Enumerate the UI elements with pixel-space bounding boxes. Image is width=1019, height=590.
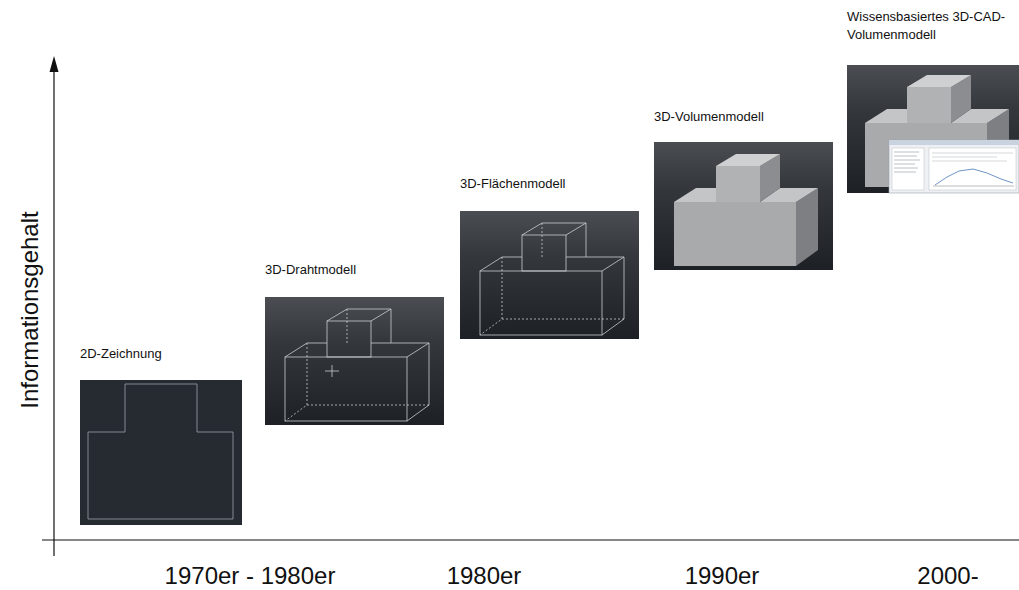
period-label: 1980er (447, 562, 522, 590)
period-label: 2000- (917, 562, 978, 590)
model-panel: 3D-Volumenmodell (654, 108, 833, 270)
model-panel: 2D-Zeichnung (80, 345, 242, 525)
period-label: 1970er - 1980er (165, 562, 336, 590)
model-caption: Wissensbasiertes 3D-CAD-Volumenmodell (847, 8, 1015, 44)
model-panel: 3D-Drahtmodell (265, 261, 444, 425)
period-label: 1990er (685, 562, 760, 590)
axis-title: Informationsgehalt (16, 211, 44, 408)
model-panel: 3D-Flächenmodell (460, 175, 639, 339)
model-caption: 3D-Volumenmodell (654, 108, 832, 126)
model-caption: 2D-Zeichnung (80, 345, 240, 363)
model-caption: 3D-Drahtmodell (265, 261, 443, 279)
model-caption: 3D-Flächenmodell (460, 175, 638, 193)
model-panel: Wissensbasiertes 3D-CAD-Volumenmodell (847, 8, 1017, 193)
